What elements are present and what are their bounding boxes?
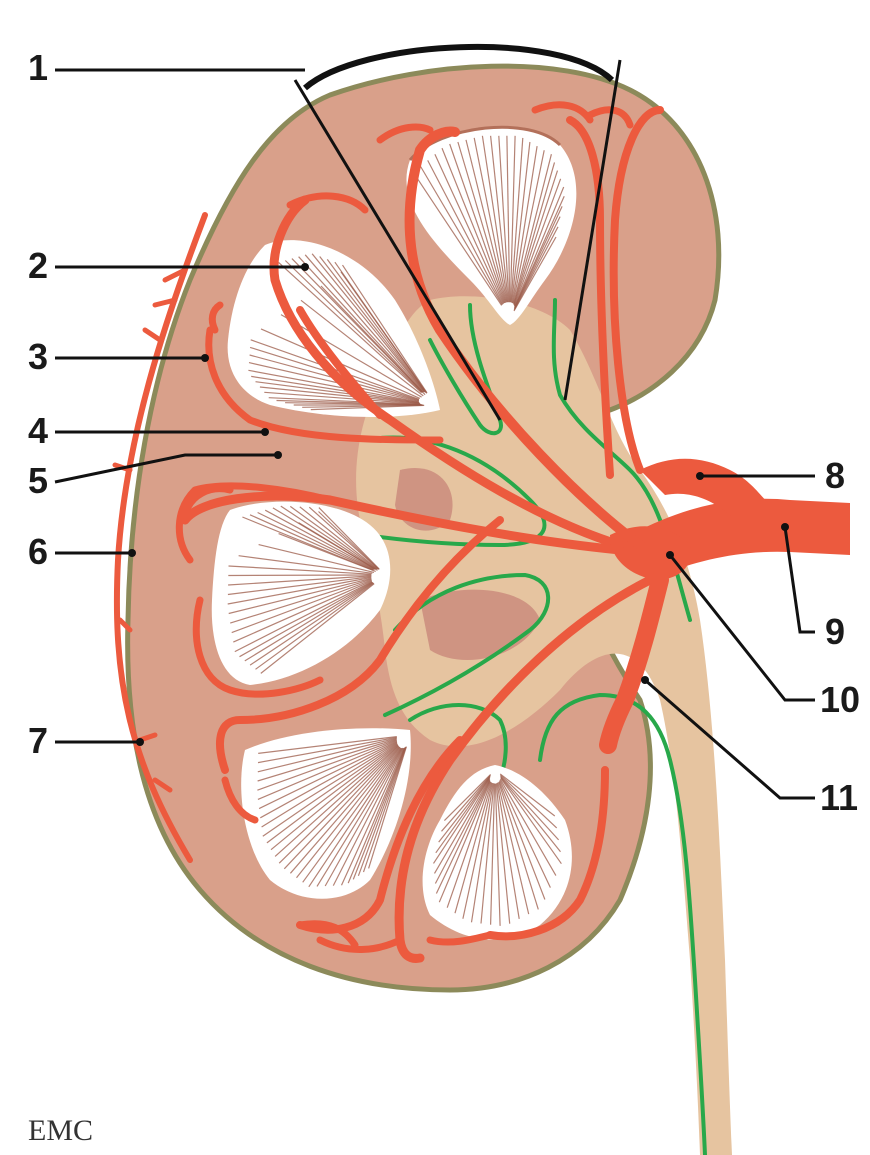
pyramid-striation bbox=[228, 575, 371, 576]
label-1: 1 bbox=[28, 47, 48, 88]
label-5: 5 bbox=[28, 460, 48, 501]
label-7: 7 bbox=[28, 720, 48, 761]
label-10: 10 bbox=[820, 679, 860, 720]
label-4: 4 bbox=[28, 410, 48, 451]
label-2: 2 bbox=[28, 245, 48, 286]
label-8: 8 bbox=[825, 455, 845, 496]
label-6: 6 bbox=[28, 531, 48, 572]
label-9: 9 bbox=[825, 611, 845, 652]
label-3: 3 bbox=[28, 336, 48, 377]
label-11: 11 bbox=[820, 777, 858, 818]
credit-logo: EMC bbox=[28, 1114, 93, 1147]
